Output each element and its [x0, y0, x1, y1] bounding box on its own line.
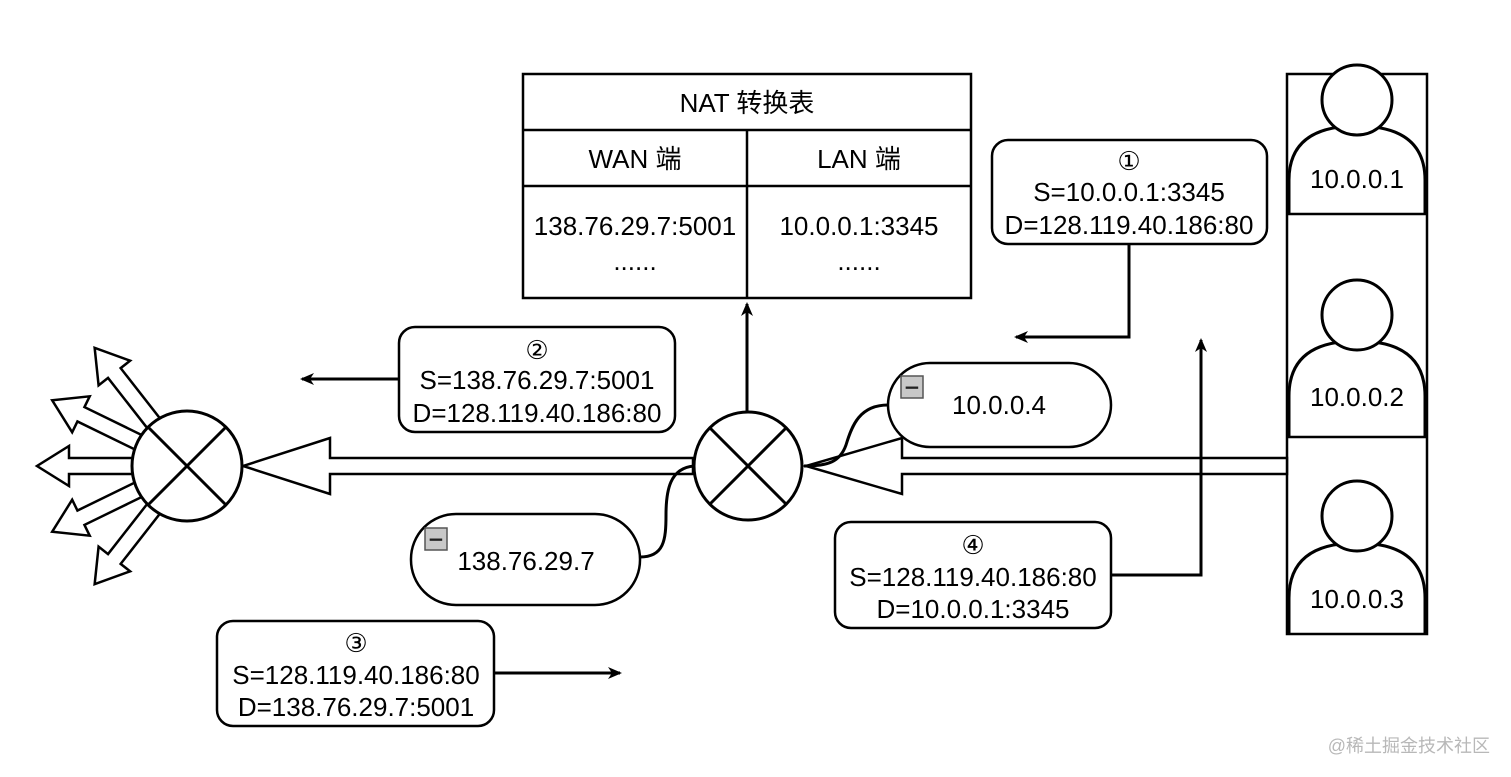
lan-hollow-arrow [801, 436, 1289, 496]
lan-interface-ip: 10.0.0.4 [952, 390, 1046, 420]
nat-table-wan-header: WAN 端 [589, 144, 682, 174]
host-2-head-icon [1320, 278, 1394, 352]
packet-1-number: ① [1117, 146, 1140, 176]
packet-4: ④ S=128.119.40.186:80 D=10.0.0.1:3345 [833, 520, 1113, 630]
host-1: 10.0.0.1 [1287, 63, 1427, 214]
packet-3-dst: D=138.76.29.7:5001 [238, 692, 474, 722]
wan-collapse-icon[interactable]: − [424, 527, 448, 551]
host-column: 10.0.0.1 10.0.0.2 10.0.0.3 [1285, 63, 1429, 636]
lan-interface-connector [803, 403, 889, 468]
internet-router-icon [130, 409, 244, 523]
packet-1: ① S=10.0.0.1:3345 D=128.119.40.186:80 [990, 138, 1269, 246]
host-3-ip: 10.0.0.3 [1310, 584, 1404, 614]
packet-4-number: ④ [961, 530, 984, 560]
host-3: 10.0.0.3 [1287, 479, 1427, 634]
packet-2-src: S=138.76.29.7:5001 [420, 365, 655, 395]
wan-interface-connector [639, 464, 695, 559]
nat-table-title: NAT 转换表 [680, 88, 815, 118]
nat-table-lan-ellipsis: ...... [837, 246, 880, 276]
packet-3: ③ S=128.119.40.186:80 D=138.76.29.7:5001 [215, 619, 496, 728]
wan-interface: − 138.76.29.7 [409, 464, 695, 607]
packet-2-dst: D=128.119.40.186:80 [413, 398, 662, 428]
packet-1-dst: D=128.119.40.186:80 [1005, 210, 1254, 240]
lan-interface: − 10.0.0.4 [803, 361, 1113, 468]
packet-4-arrow [1111, 338, 1207, 577]
host-2: 10.0.0.2 [1287, 278, 1427, 437]
wan-interface-ip: 138.76.29.7 [457, 546, 594, 576]
packet-4-dst: D=10.0.0.1:3345 [877, 594, 1070, 624]
packet-2-number: ② [525, 335, 548, 365]
nat-table: NAT 转换表 WAN 端 LAN 端 138.76.29.7:5001 10.… [521, 72, 973, 300]
packet-4-src: S=128.119.40.186:80 [849, 562, 1096, 592]
host-1-ip: 10.0.0.1 [1310, 164, 1404, 194]
watermark: @稀土掘金技术社区 [1328, 736, 1490, 756]
packet-1-src: S=10.0.0.1:3345 [1033, 177, 1225, 207]
packet-2: ② S=138.76.29.7:5001 D=128.119.40.186:80 [397, 325, 677, 434]
nat-table-lan-header: LAN 端 [817, 144, 901, 174]
nat-table-wan-value: 138.76.29.7:5001 [534, 211, 736, 241]
packet-3-src: S=128.119.40.186:80 [232, 660, 479, 690]
nat-table-wan-ellipsis: ...... [613, 246, 656, 276]
nat-router-icon [692, 410, 804, 522]
lan-collapse-icon[interactable]: − [900, 375, 924, 399]
host-3-head-icon [1320, 479, 1394, 553]
wan-collapse-glyph: − [428, 527, 445, 551]
nat-table-lan-value: 10.0.0.1:3345 [779, 211, 938, 241]
lan-collapse-glyph: − [904, 375, 921, 399]
packet-1-arrow [1014, 244, 1131, 343]
host-1-head-icon [1320, 63, 1394, 137]
packet-3-number: ③ [344, 628, 367, 658]
host-2-ip: 10.0.0.2 [1310, 382, 1404, 412]
wan-hollow-arrow [238, 436, 695, 496]
